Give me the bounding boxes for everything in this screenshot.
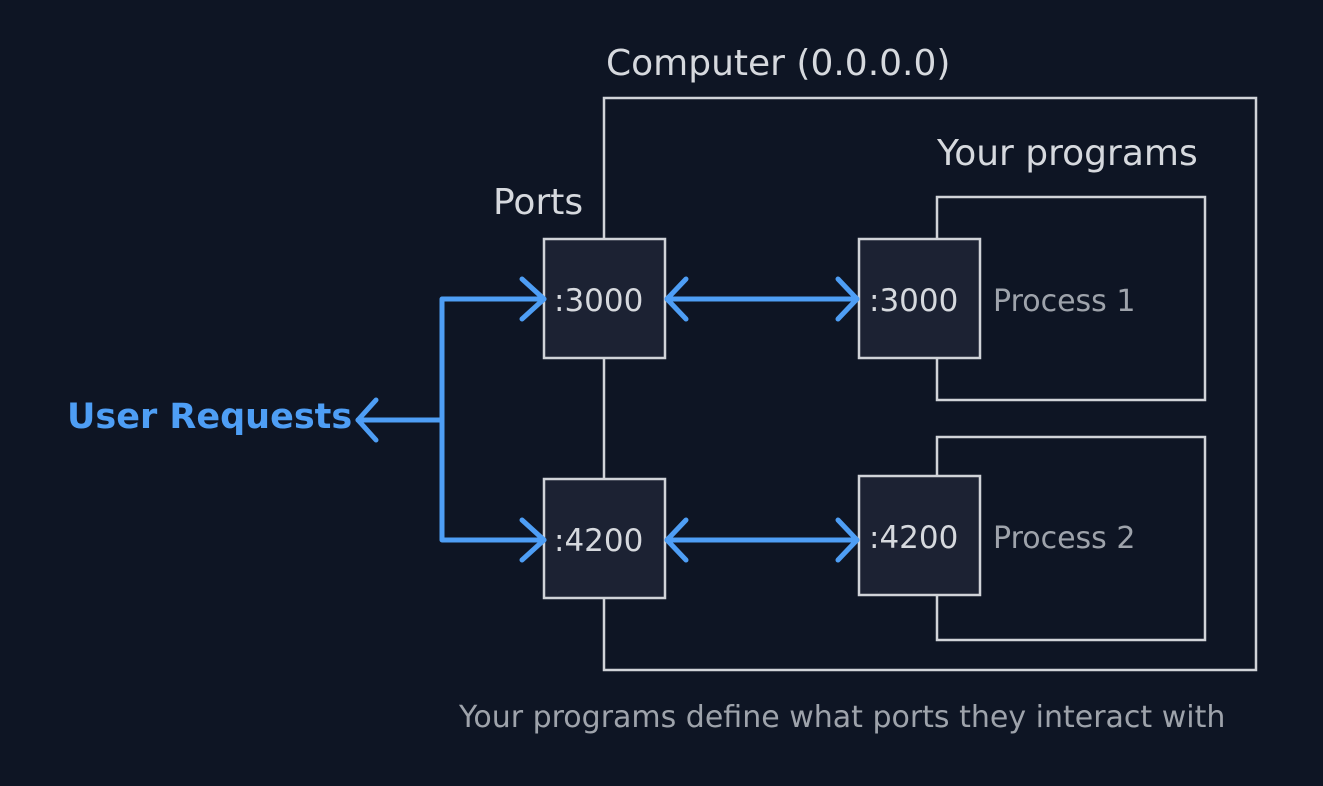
port-process-arrow-3000 (664, 276, 860, 322)
user-requests-label: User Requests (67, 397, 353, 437)
programs-title: Your programs (937, 133, 1198, 174)
process-port-box-3000 (857, 237, 982, 360)
port-box-4200 (542, 477, 667, 600)
port-box-3000 (542, 237, 667, 360)
process-port-box-4200 (857, 474, 982, 597)
process-name-1: Process 1 (993, 284, 1136, 319)
port-process-arrow-4200 (664, 517, 860, 563)
user-request-connectors (355, 276, 547, 563)
ports-title: Ports (493, 182, 584, 223)
process-port-label-4200: :4200 (869, 520, 959, 556)
computer-box (602, 96, 1258, 672)
computer-title: Computer (0.0.0.0) (606, 43, 951, 84)
diagram-caption: Your programs define what ports they int… (459, 700, 1226, 735)
process-name-2: Process 2 (993, 521, 1136, 556)
port-label-3000: :3000 (554, 283, 644, 319)
process-port-label-3000: :3000 (869, 283, 959, 319)
port-label-4200: :4200 (554, 523, 644, 559)
